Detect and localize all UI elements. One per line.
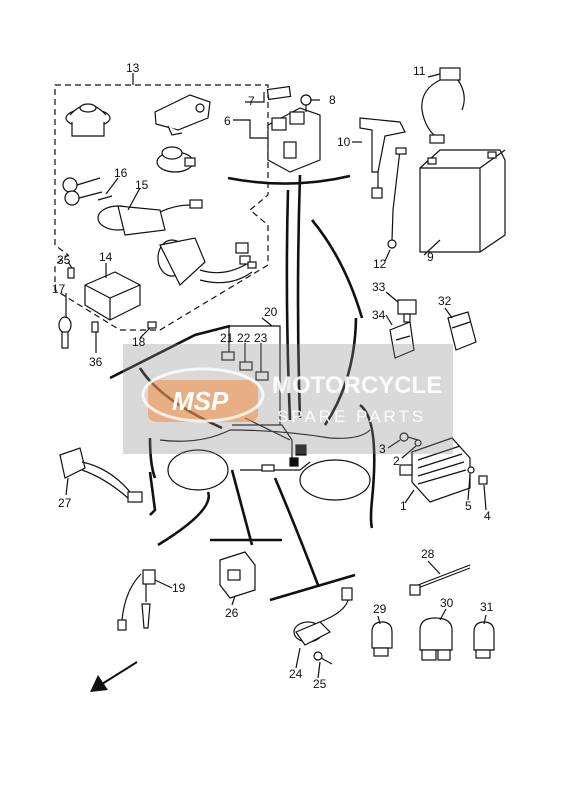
- fuse-23-part: [255, 371, 269, 381]
- callout-labels: 1 2 3 4 5 6 7 8 9 10 11 12 13 14 15 16 1…: [52, 61, 494, 691]
- section-divider-2: [310, 219, 364, 319]
- relay-33-part: [397, 299, 417, 323]
- bolt-16-part: [97, 195, 113, 201]
- fuse-22-part: [239, 361, 253, 371]
- callout-18: 18: [132, 335, 146, 349]
- sidestand-switch-24-part: [293, 587, 353, 646]
- rectifier-regulator-part: [399, 437, 471, 503]
- bolt-18-part: [147, 321, 157, 329]
- callout-16: 16: [114, 166, 128, 180]
- callout-25: 25: [313, 677, 327, 691]
- harness-lead-secondary: [285, 189, 292, 421]
- watermark-subtitle: SPARE PARTS: [277, 407, 426, 426]
- lock-set-group: [54, 84, 269, 331]
- steering-lock-part: [157, 237, 257, 286]
- callout-8: 8: [329, 93, 336, 107]
- clamp-30-part: [419, 617, 453, 661]
- callout-36: 36: [89, 355, 103, 369]
- callout-34: 34: [372, 308, 386, 322]
- callout-3: 3: [379, 442, 386, 456]
- callout-19: 19: [172, 581, 186, 595]
- callout-4: 4: [484, 509, 491, 523]
- washer-2-part: [414, 439, 422, 447]
- callout-33: 33: [372, 280, 386, 294]
- callout-21: 21: [220, 331, 234, 345]
- relay-34-part: [389, 321, 415, 359]
- callout-1: 1: [400, 499, 407, 513]
- callout-12: 12: [373, 257, 387, 271]
- callout-10: 10: [337, 135, 351, 149]
- key-part: [58, 316, 72, 349]
- callout-6: 6: [224, 114, 231, 128]
- watermark-title: MOTORCYCLE: [272, 372, 442, 399]
- callout-22: 22: [237, 331, 251, 345]
- callout-26: 26: [225, 606, 239, 620]
- sensor-19-part: [117, 569, 156, 631]
- wire-harness-20-part: [232, 417, 307, 472]
- callout-29: 29: [373, 602, 387, 616]
- frame-outline: [159, 429, 371, 501]
- earth-lead-12-part: [387, 147, 407, 249]
- callout-15: 15: [135, 178, 149, 192]
- watermark-logo-text: MSP: [172, 386, 229, 416]
- fuse-21-part: [221, 351, 235, 361]
- seat-lock-part: [154, 94, 211, 136]
- watermark-logo: MSP: [141, 367, 265, 423]
- section-divider-3: [109, 324, 231, 380]
- key-cylinder-part: [156, 146, 196, 173]
- harness-lead-main: [296, 174, 302, 419]
- callout-23: 23: [254, 331, 268, 345]
- fuel-cap-part: [65, 103, 111, 137]
- callout-7: 7: [248, 94, 255, 108]
- harness-lead-sensor: [157, 491, 211, 547]
- bolt-25-part: [313, 651, 333, 665]
- battery-part: [419, 149, 506, 253]
- cdi-unit-part: [84, 271, 141, 321]
- bolt-36-part: [91, 321, 99, 333]
- harness-lead-switch: [273, 477, 320, 586]
- callout-32: 32: [438, 294, 452, 308]
- leader-lines: [65, 73, 487, 679]
- callout-27: 27: [58, 496, 72, 510]
- section-divider-1: [227, 174, 351, 185]
- bolt-3-part: [399, 432, 419, 442]
- callout-30: 30: [440, 596, 454, 610]
- section-divider-4: [359, 403, 376, 529]
- callout-28: 28: [421, 547, 435, 561]
- section-divider-7: [269, 573, 356, 602]
- cable-tie-28-part: [409, 564, 471, 596]
- flasher-relay-32-part: [447, 311, 477, 351]
- callout-13: 13: [126, 61, 140, 75]
- callout-31: 31: [480, 600, 494, 614]
- washer-5-part: [467, 466, 475, 474]
- clamp-29-part: [371, 621, 393, 657]
- nut-4-part: [478, 475, 488, 485]
- callout-11: 11: [413, 64, 426, 78]
- harness-lead-right: [323, 317, 358, 426]
- callout-14: 14: [99, 250, 113, 264]
- callout-2: 2: [393, 454, 400, 468]
- callout-24: 24: [289, 667, 303, 681]
- battery-lead-11-part: [421, 67, 465, 144]
- watermark: MSP MOTORCYCLE SPARE PARTS: [123, 344, 453, 454]
- callout-5: 5: [465, 499, 472, 513]
- bolt-35-part: [67, 267, 75, 279]
- starter-relay-part: [266, 85, 321, 173]
- relay-unit-26-part: [219, 551, 256, 599]
- harness-lead-relay: [230, 469, 254, 546]
- callout-9: 9: [427, 250, 434, 264]
- clamp-31-part: [473, 621, 495, 659]
- front-arrow-icon: [90, 661, 138, 692]
- battery-lead-10-part: [359, 117, 406, 199]
- main-switch-part: [97, 199, 203, 236]
- keys-part: [62, 177, 103, 206]
- section-divider-5: [148, 437, 157, 479]
- callout-20: 20: [264, 305, 278, 319]
- callout-17: 17: [52, 282, 66, 296]
- ignition-coil-27-part: [59, 447, 157, 516]
- callout-35: 35: [57, 253, 71, 267]
